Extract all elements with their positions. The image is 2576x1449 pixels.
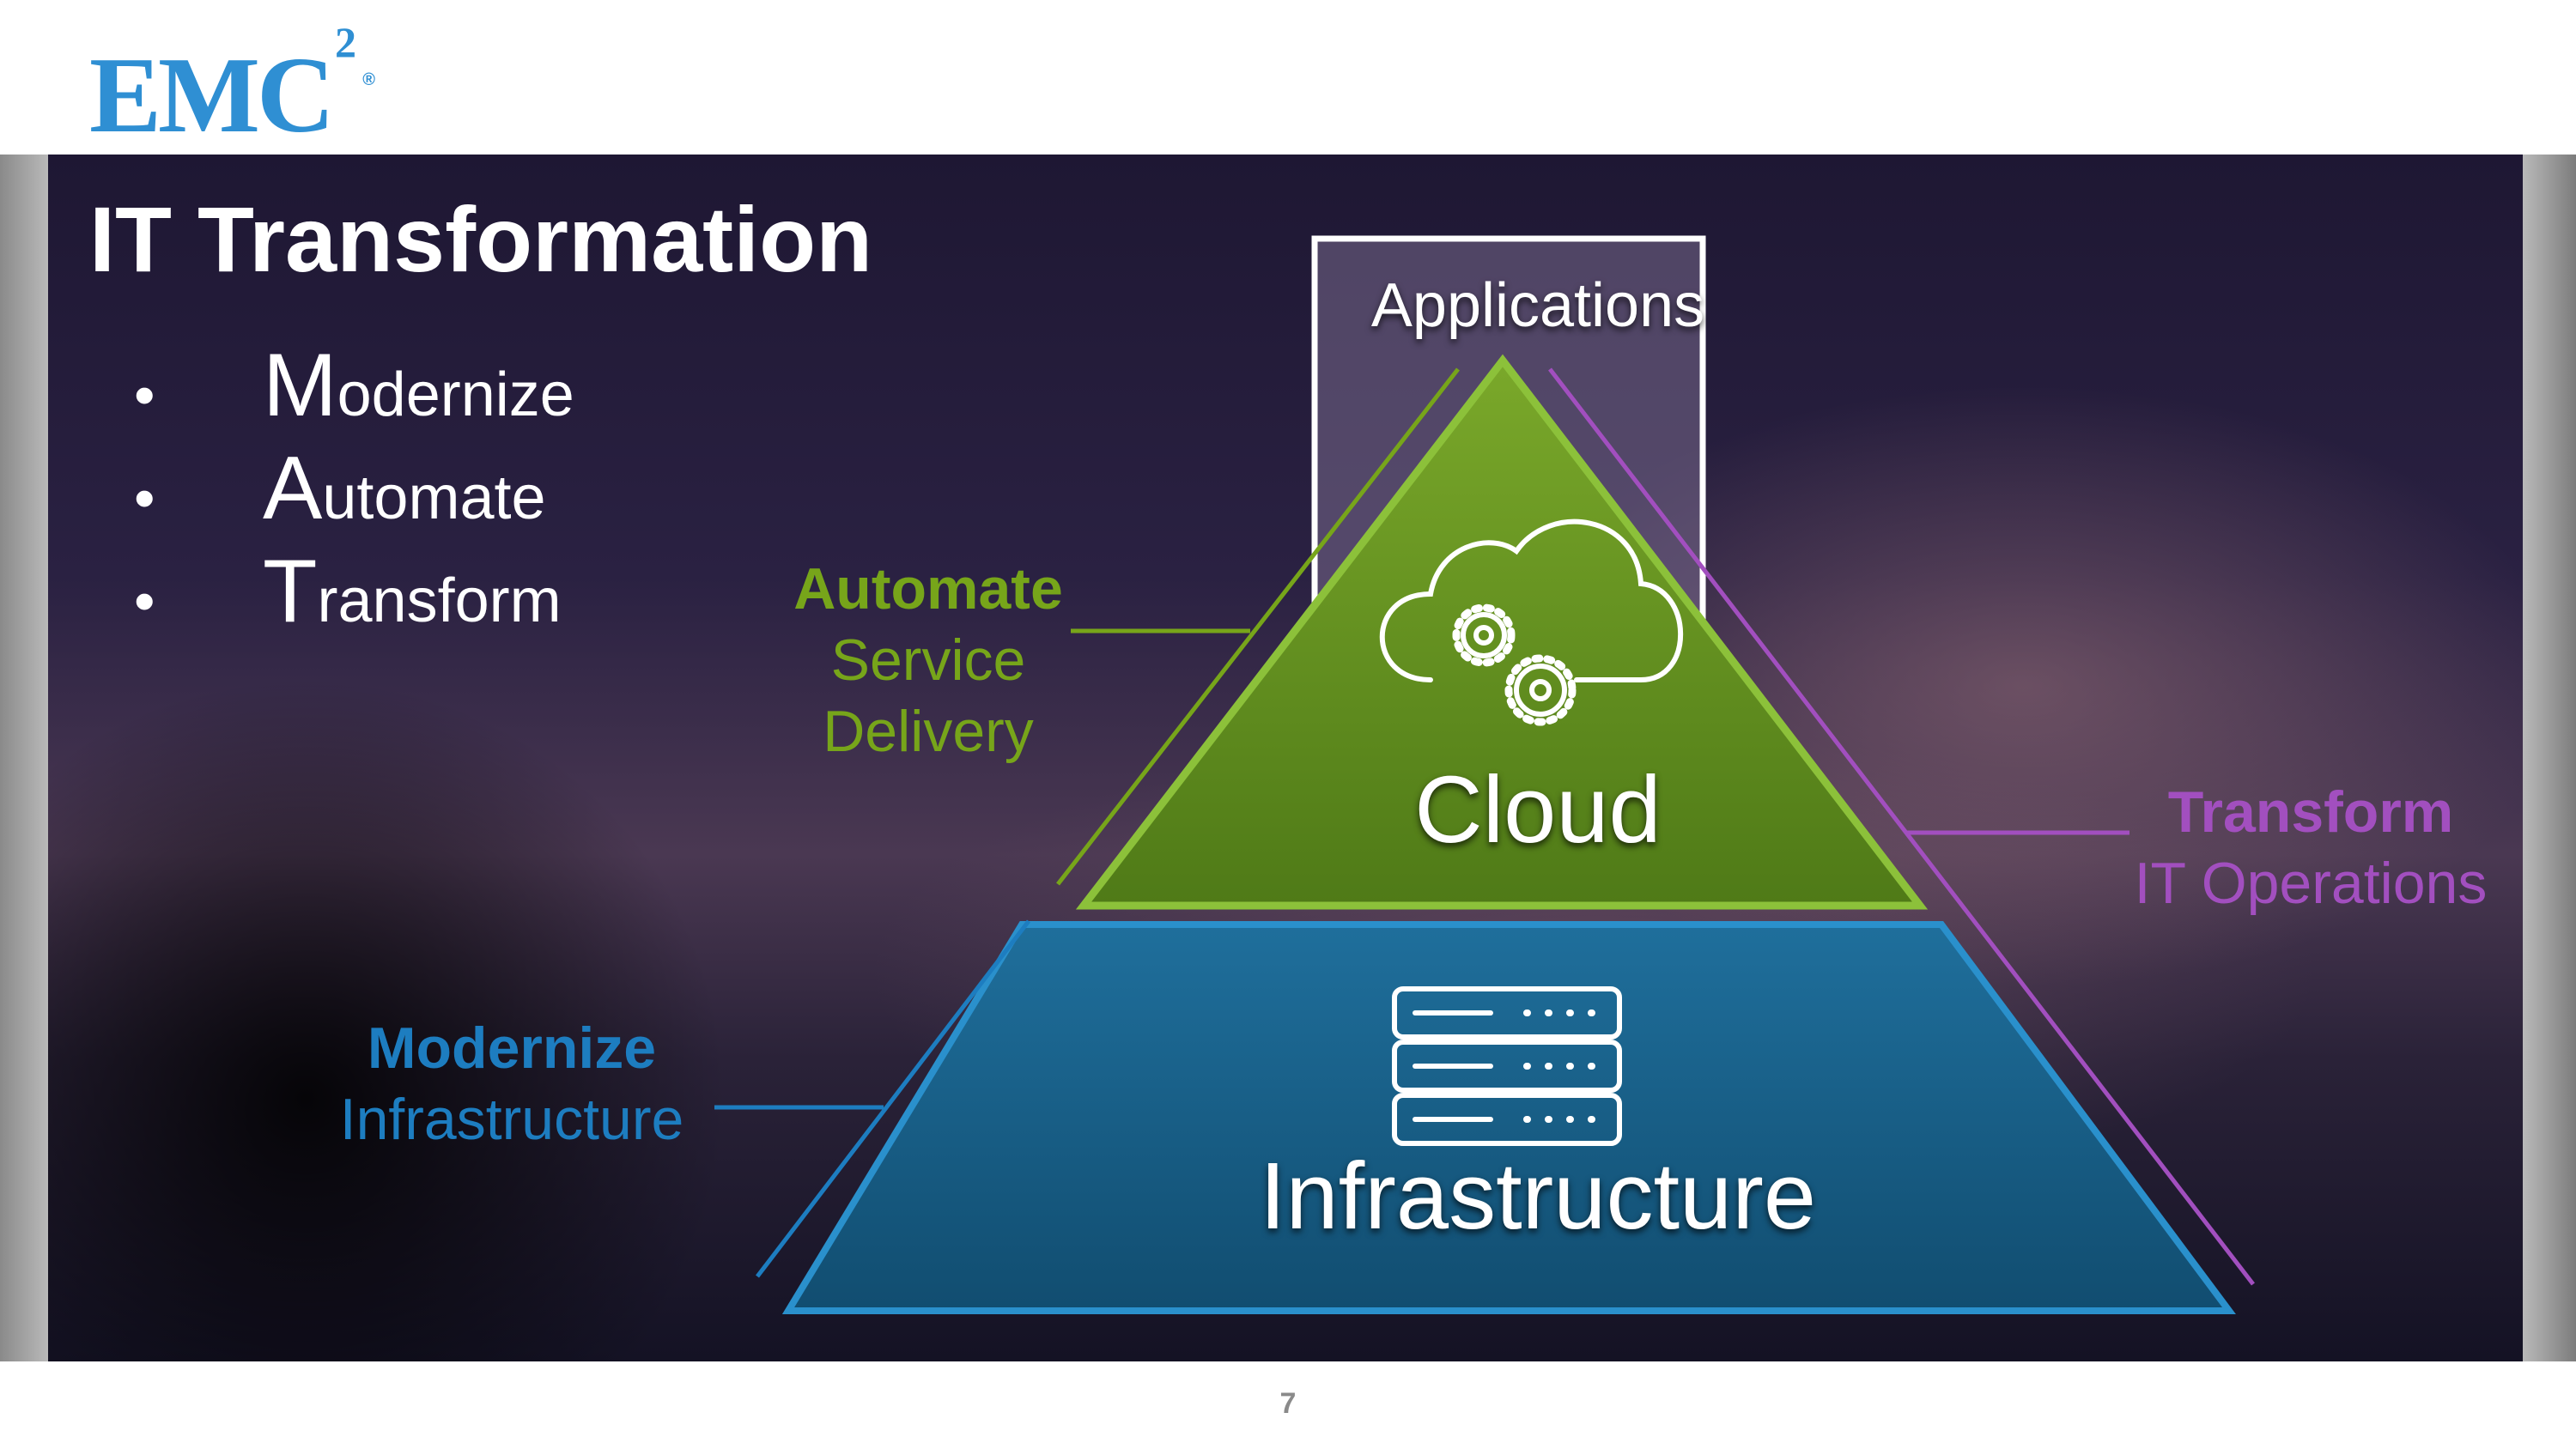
- automate-callout-line1: Service: [830, 627, 1026, 693]
- logo-registered-mark: ®: [362, 70, 375, 89]
- automate-callout: Automate Service Delivery: [726, 554, 1130, 767]
- bullet-initial: A: [263, 439, 323, 538]
- automate-side-line: [1056, 367, 1460, 886]
- bullet-marker: •: [134, 567, 155, 634]
- bullet-text: utomate: [322, 464, 546, 532]
- left-frame-strip: [0, 155, 48, 1361]
- cloud-label: Cloud: [1414, 757, 1662, 863]
- bullet-initial: M: [263, 336, 337, 435]
- server-rack-icon: [1392, 986, 1622, 1146]
- slide-title: IT Transformation: [89, 187, 873, 291]
- automate-callout-line2: Delivery: [823, 698, 1034, 764]
- bullet-marker: •: [134, 464, 155, 531]
- infrastructure-label: Infrastructure: [1259, 1143, 1817, 1249]
- modernize-callout-line1: Infrastructure: [339, 1086, 684, 1152]
- transform-side-line: [1548, 367, 2255, 1286]
- automate-callout-title: Automate: [793, 556, 1063, 621]
- pyramid-diagram: [714, 235, 2255, 1314]
- right-frame-strip: [2523, 155, 2576, 1361]
- logo-superscript: 2: [334, 18, 356, 66]
- cloud-gears-icon: [1379, 518, 1684, 726]
- modernize-side-line: [756, 919, 1030, 1278]
- bullet-text: ransform: [317, 567, 562, 635]
- page-number: 7: [1279, 1387, 1297, 1420]
- modernize-callout-title: Modernize: [367, 1016, 657, 1081]
- applications-label: Applications: [1370, 271, 1705, 340]
- bullet-marker: •: [134, 361, 155, 428]
- transform-callout-title: Transform: [2167, 779, 2454, 845]
- infrastructure-layer: [781, 921, 2236, 1314]
- bullet-initial: T: [263, 542, 318, 641]
- transform-callout: Transform IT Operations: [2096, 777, 2523, 919]
- transform-callout-line1: IT Operations: [2134, 850, 2488, 916]
- emc-logo: EMC2 ®: [89, 18, 375, 150]
- modernize-callout: Modernize Infrastructure: [306, 1013, 718, 1155]
- bullet-text: odernize: [337, 361, 574, 429]
- logo-text: EMC: [89, 36, 335, 155]
